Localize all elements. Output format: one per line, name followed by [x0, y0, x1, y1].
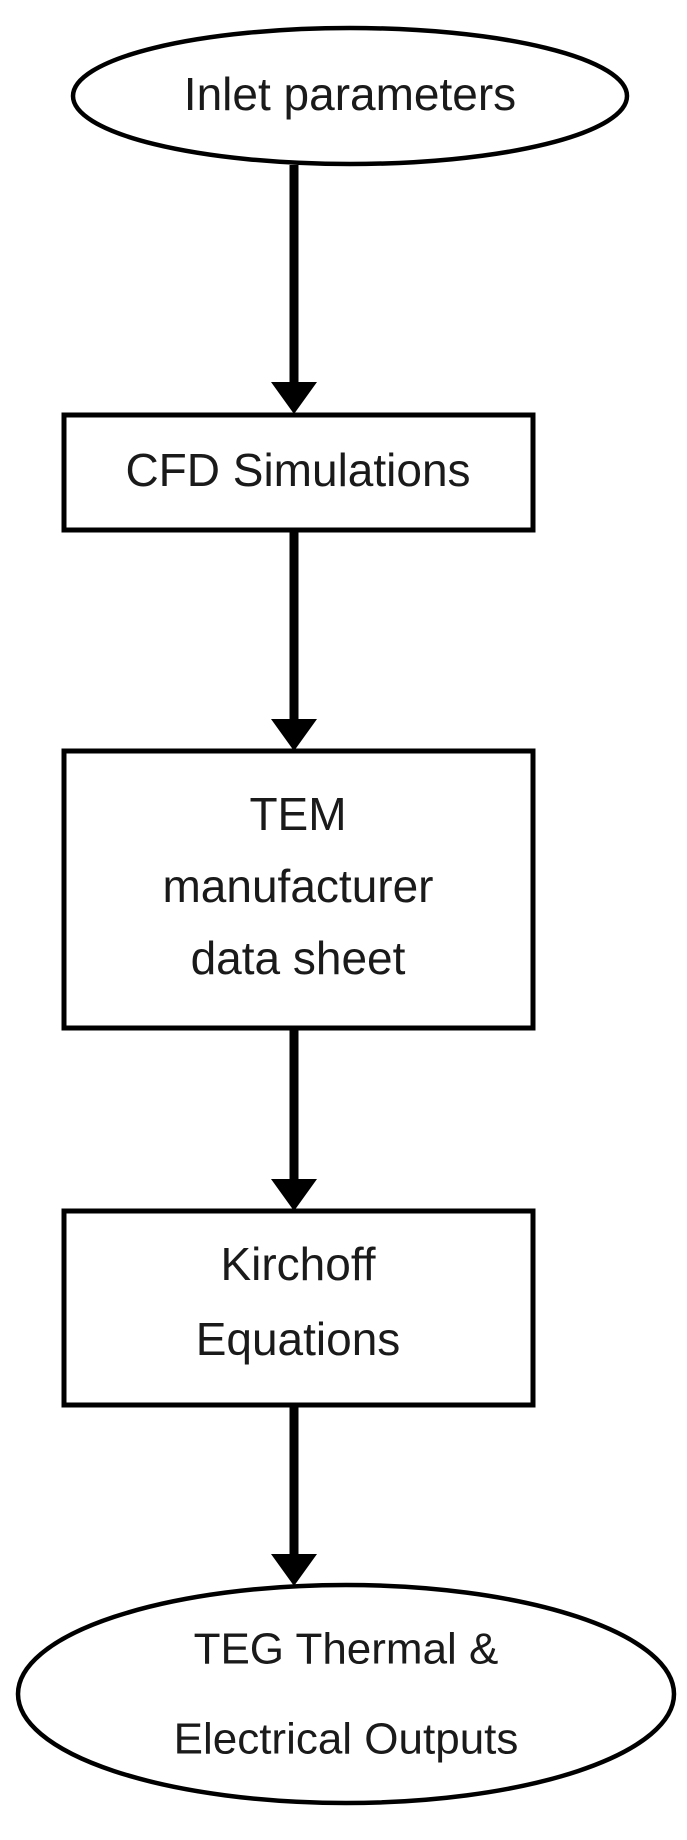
node-kirchoff-equations[interactable]: Kirchoff Equations	[61, 1208, 536, 1408]
kirchoff-equations-label-line-1: Kirchoff	[220, 1238, 375, 1290]
tem-data-sheet-box[interactable]	[61, 748, 536, 1031]
connector-cfd-to-tem	[271, 530, 317, 751]
kirchoff-equations-label-line-2: Equations	[196, 1313, 401, 1365]
arrowhead-inlet-to-cfd	[271, 382, 317, 414]
connector-tem-to-kirchoff	[271, 1028, 317, 1211]
node-cfd-simulations[interactable]: CFD Simulations	[61, 412, 536, 533]
arrowhead-cfd-to-tem	[271, 719, 317, 751]
teg-outputs-label-line-2: Electrical Outputs	[174, 1715, 519, 1764]
arrowhead-kirchoff-to-outputs	[271, 1554, 317, 1586]
tem-data-sheet-label-line-2: manufacturer	[162, 860, 433, 912]
teg-outputs-ellipse[interactable]	[15, 1582, 677, 1806]
connector-inlet-to-cfd	[271, 165, 317, 414]
kirchoff-equations-box[interactable]	[61, 1208, 536, 1408]
tem-data-sheet-label-line-3: data sheet	[191, 932, 406, 984]
arrowhead-tem-to-kirchoff	[271, 1179, 317, 1211]
node-inlet-parameters[interactable]: Inlet parameters	[70, 25, 630, 167]
node-teg-outputs[interactable]: TEG Thermal & Electrical Outputs	[15, 1582, 677, 1806]
inlet-parameters-label: Inlet parameters	[184, 68, 516, 120]
inlet-parameters-ellipse[interactable]	[70, 25, 630, 167]
node-tem-data-sheet[interactable]: TEM manufacturer data sheet	[61, 748, 536, 1031]
tem-data-sheet-label-line-1: TEM	[249, 788, 346, 840]
connector-kirchoff-to-outputs	[271, 1405, 317, 1586]
cfd-simulations-box[interactable]	[61, 412, 536, 533]
teg-outputs-label-line-1: TEG Thermal &	[194, 1625, 499, 1674]
cfd-simulations-label: CFD Simulations	[125, 444, 470, 496]
